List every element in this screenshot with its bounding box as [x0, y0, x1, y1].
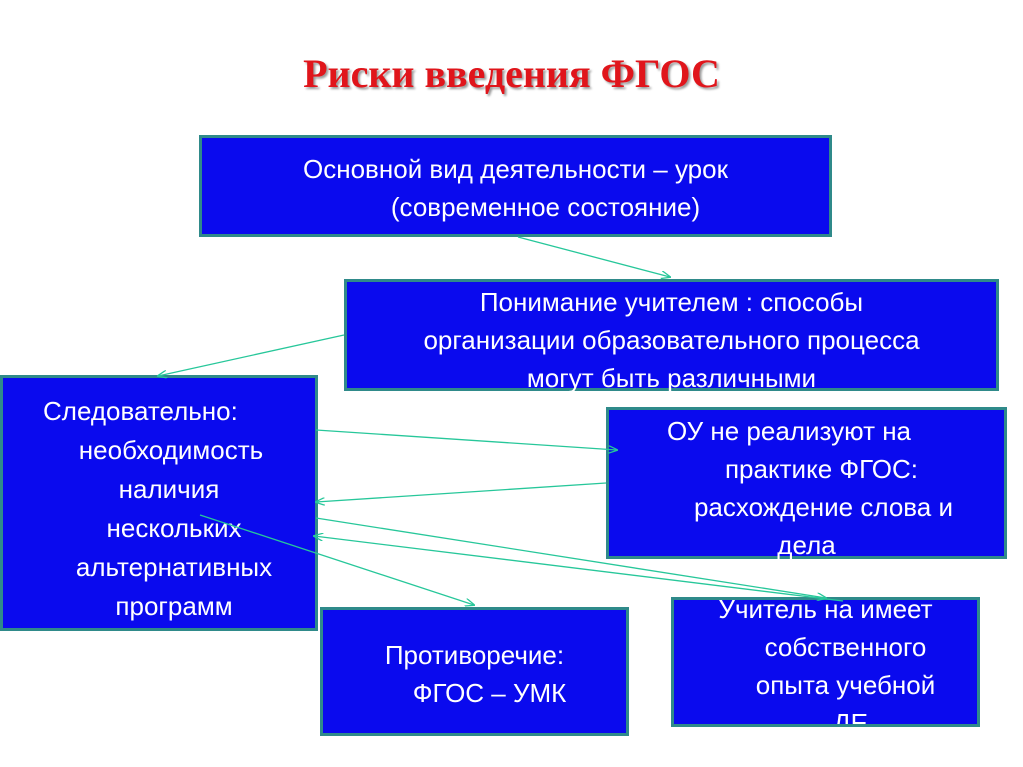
box-line: ФГОС – УМК [412, 678, 567, 708]
box-line: Понимание учителем : способы [479, 287, 864, 317]
box-teacher-understanding: Понимание учителем : способы организации… [344, 279, 999, 393]
box-teacher-experience: Учитель на имеет собственного опыта учеб… [671, 597, 980, 727]
box-line: программ [115, 591, 233, 621]
box-schools-not-implementing: ОУ не реализуют на практике ФГОС: расхож… [606, 407, 1007, 560]
box-contradiction: Противоречие: ФГОС – УМК [320, 607, 629, 736]
box-line: (современное состояние) [390, 192, 701, 222]
box-line: могут быть различными [526, 363, 817, 393]
box-line: ОУ не реализуют на [667, 416, 912, 446]
slide-title: Риски введения ФГОС [303, 51, 720, 96]
box-line: Учитель на имеет [718, 597, 933, 624]
box-line: Основной вид деятельности – урок [303, 154, 728, 184]
box-line: нескольких [106, 513, 242, 543]
box-line: необходимость [78, 435, 264, 465]
box-consequently: Следовательно: необходимость наличия нес… [0, 375, 318, 631]
box-line: собственного [764, 632, 927, 662]
box-line: дела [777, 530, 836, 560]
box-line: расхождение слова и [693, 492, 954, 522]
box-line: ДЕ [833, 708, 868, 727]
connector-schools-to-consequently [316, 482, 607, 502]
box-line: Противоречие: [384, 640, 565, 670]
box-line: наличия [118, 474, 220, 504]
box-line: опыта учебной [755, 670, 936, 700]
connector-consequently-to-schools [315, 429, 617, 450]
connector-main-to-understanding [517, 236, 670, 277]
connector-understanding-to-consequently [158, 334, 345, 376]
box-line: практике ФГОС: [724, 454, 919, 484]
box-line: Следовательно: [43, 396, 238, 426]
box-line: альтернативных [75, 552, 273, 582]
box-line: организации образовательного процесса [423, 325, 920, 355]
box-main-activity: Основной вид деятельности – урок (соврем… [199, 135, 832, 237]
